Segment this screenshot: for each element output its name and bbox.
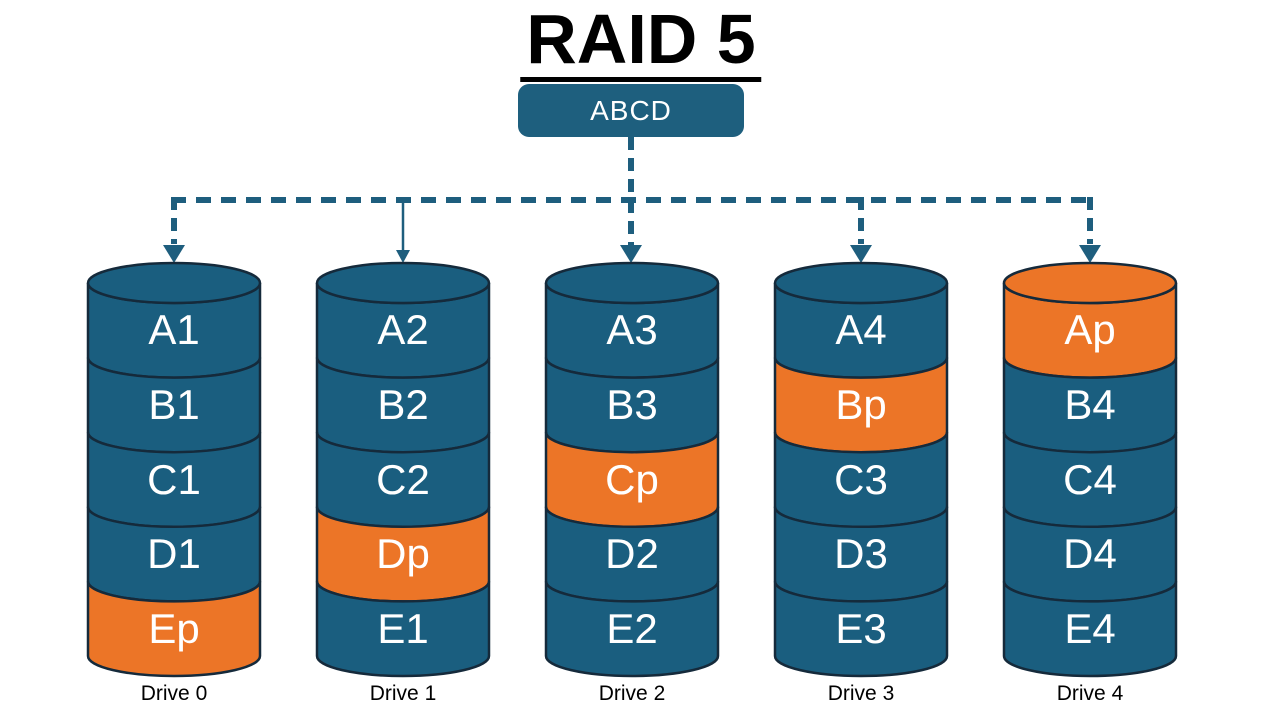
- cylinder-top-cap: [544, 261, 720, 305]
- cylinder-segment: [315, 581, 491, 678]
- drive-caption: Drive 2: [598, 682, 666, 705]
- segment-label: C4: [1063, 455, 1117, 503]
- drive-caption: Drive 1: [369, 682, 437, 705]
- segment-label: A2: [377, 306, 429, 354]
- segment-label: C2: [376, 455, 430, 503]
- segment-label: B3: [606, 380, 658, 428]
- cylinder-top-cap: [1002, 261, 1178, 305]
- segment-label: Cp: [605, 455, 659, 503]
- segment-label: E1: [377, 604, 429, 652]
- data-block-box: ABCD: [518, 84, 744, 137]
- segment-label: Ap: [1064, 306, 1116, 354]
- segment-label: D2: [605, 530, 659, 578]
- segment-label: E3: [835, 604, 887, 652]
- segment-label: Ep: [148, 604, 200, 652]
- cylinder-segment: [544, 581, 720, 678]
- segment-label: C1: [147, 455, 201, 503]
- segment-label: E4: [1064, 604, 1116, 652]
- segment-label: Bp: [835, 380, 887, 428]
- page-title: RAID 5: [520, 4, 762, 82]
- segment-label: D1: [147, 530, 201, 578]
- drive-cylinder: [773, 261, 949, 678]
- segment-label: A1: [148, 306, 200, 354]
- segment-label: A4: [835, 306, 887, 354]
- segment-label: A3: [606, 306, 658, 354]
- drive-caption: Drive 0: [140, 682, 208, 705]
- segment-label: C3: [834, 455, 888, 503]
- cylinder-segment: [86, 581, 262, 678]
- segment-label: D4: [1063, 530, 1117, 578]
- segment-label: Dp: [376, 530, 430, 578]
- cylinder-top-cap: [315, 261, 491, 305]
- cylinder-top-cap: [773, 261, 949, 305]
- drive-cylinder: [86, 261, 262, 678]
- drive-cylinder: [315, 261, 491, 678]
- cylinder-segment: [1002, 581, 1178, 678]
- drive-caption: Drive 3: [827, 682, 895, 705]
- segment-label: B2: [377, 380, 429, 428]
- segment-label: E2: [606, 604, 658, 652]
- segment-label: D3: [834, 530, 888, 578]
- drive-cylinder: [544, 261, 720, 678]
- segment-label: B1: [148, 380, 200, 428]
- drive-caption: Drive 4: [1056, 682, 1124, 705]
- segment-label: B4: [1064, 380, 1116, 428]
- cylinder-segment: [773, 581, 949, 678]
- cylinder-top-cap: [86, 261, 262, 305]
- drive-cylinder: [1002, 261, 1178, 678]
- data-block-label: ABCD: [590, 94, 672, 126]
